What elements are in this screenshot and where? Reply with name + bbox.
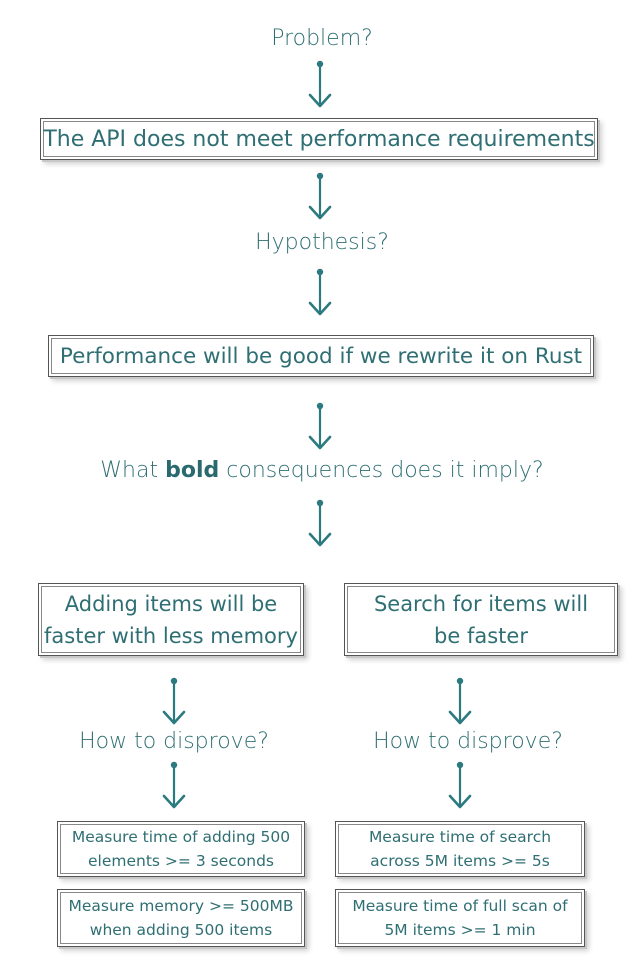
right-test-box-2: Measure time of full scan of 5M items >=… (335, 889, 585, 947)
left-test-box-1: Measure time of adding 500 elements >= 3… (57, 821, 305, 877)
problem-text: The API does not meet performance requir… (43, 126, 595, 152)
right-test-box-1: Measure time of search across 5M items >… (335, 821, 585, 877)
consequences-question: What bold consequences does it imply? (0, 458, 644, 483)
arrow-down-icon (308, 267, 332, 316)
right-test-text-2: Measure time of full scan of 5M items >=… (352, 897, 568, 939)
arrow-down-icon (308, 171, 332, 220)
right-consequence-text: Search for items will be faster (373, 591, 589, 648)
hypothesis-question: Hypothesis? (255, 230, 389, 255)
left-test-text-2: Measure memory >= 500MB when adding 500 … (68, 897, 294, 939)
left-consequence-text: Adding items will be faster with less me… (44, 591, 298, 648)
arrow-down-icon (162, 760, 186, 809)
arrow-down-icon (448, 760, 472, 809)
problem-box: The API does not meet performance requir… (40, 118, 598, 160)
right-disprove-question: How to disprove? (373, 729, 563, 754)
consequences-bold: bold (165, 458, 220, 483)
right-test-text-1: Measure time of search across 5M items >… (368, 828, 552, 870)
arrow-down-icon (448, 676, 472, 725)
left-disprove-question: How to disprove? (79, 729, 269, 754)
hypothesis-text: Performance will be good if we rewrite i… (59, 343, 583, 369)
arrow-down-icon (308, 498, 332, 547)
arrow-down-icon (308, 59, 332, 108)
problem-question: Problem? (271, 26, 373, 51)
hypothesis-box: Performance will be good if we rewrite i… (48, 335, 594, 377)
left-test-text-1: Measure time of adding 500 elements >= 3… (71, 828, 291, 870)
left-consequence-box: Adding items will be faster with less me… (38, 583, 304, 656)
consequences-pre: What (100, 458, 159, 483)
arrow-down-icon (308, 401, 332, 450)
left-test-box-2: Measure memory >= 500MB when adding 500 … (57, 889, 305, 947)
right-consequence-box: Search for items will be faster (344, 583, 618, 656)
arrow-down-icon (162, 676, 186, 725)
consequences-post: consequences does it imply? (226, 458, 544, 483)
